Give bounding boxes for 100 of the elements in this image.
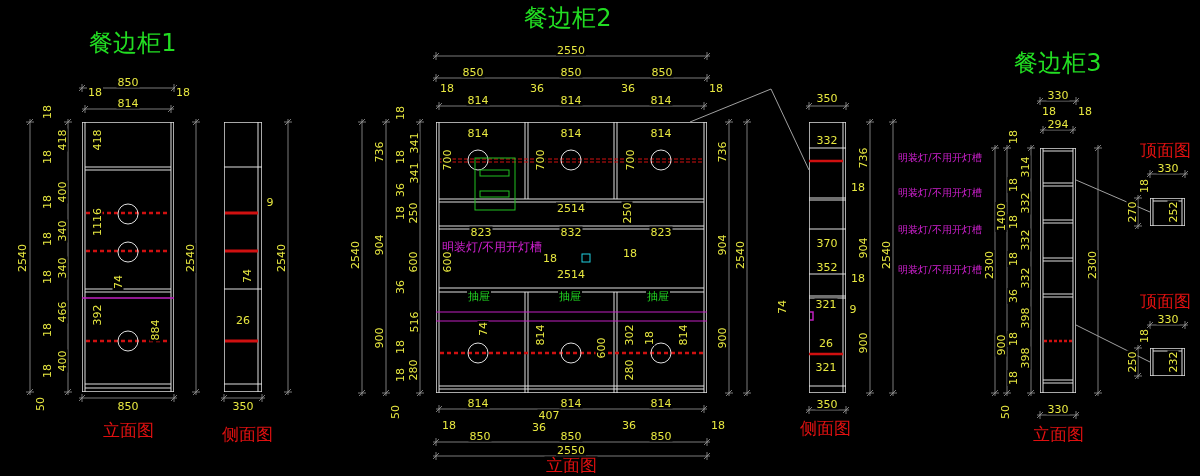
- dimension-text: 18: [439, 82, 455, 94]
- dimension-text: 332: [1019, 266, 1031, 290]
- dimension-text: 418: [91, 128, 103, 152]
- dimension-text: 400: [56, 180, 68, 204]
- dimension-text: 850: [116, 76, 140, 88]
- dimension-text: 18: [710, 419, 726, 431]
- dimension-text: 18: [394, 339, 406, 355]
- dimension-text: 18: [87, 86, 103, 98]
- dimension-text: 2540: [349, 240, 361, 270]
- note-text: 明装灯/不用开灯槽: [897, 225, 983, 235]
- dimension-text: 340: [56, 256, 68, 280]
- dimension-text: 18: [394, 205, 406, 221]
- dimension-text: 736: [716, 140, 728, 164]
- note-text: 明装灯/不用开灯槽: [897, 265, 983, 275]
- view-title: 顶面图: [1138, 141, 1192, 159]
- cabinet-side-view-drawing: [224, 122, 262, 392]
- dimension-text: 18: [1007, 177, 1019, 193]
- dimension-text: 370: [815, 237, 839, 249]
- dimension-text: 700: [534, 148, 546, 172]
- dimension-text: 280: [623, 358, 635, 382]
- dimension-text: 823: [649, 226, 673, 238]
- dimension-text: 36: [394, 182, 406, 198]
- dimension-text: 18: [1007, 251, 1019, 267]
- dimension-text: 36: [394, 279, 406, 295]
- dimension-text: 250: [1126, 350, 1138, 374]
- dimension-text: 18: [643, 330, 655, 346]
- view-title: 侧面图: [220, 425, 274, 443]
- dimension-text: 904: [716, 233, 728, 257]
- cabinet-elevation-drawing: [82, 122, 174, 392]
- dimension-text: 18: [394, 105, 406, 121]
- dimension-text: 2300: [983, 250, 995, 280]
- dimension-text: 904: [373, 233, 385, 257]
- dimension-text: 850: [650, 66, 674, 78]
- dimension-text: 850: [461, 66, 485, 78]
- cabinet-elevation-drawing: [436, 122, 707, 393]
- dimension-text: 18: [1007, 129, 1019, 145]
- dimension-text: 18: [41, 231, 53, 247]
- dimension-text: 18: [1007, 331, 1019, 347]
- dimension-text: 18: [41, 363, 53, 379]
- dimension-text: 2514: [556, 268, 586, 280]
- dimension-text: 2514: [556, 202, 586, 214]
- view-title: 立面图: [1031, 425, 1085, 443]
- dimension-text: 18: [175, 86, 191, 98]
- dimension-text: 18: [1007, 214, 1019, 230]
- cabinet-top-view-drawing: [1150, 198, 1185, 226]
- dimension-text: 2540: [184, 243, 196, 273]
- dimension-text: 18: [622, 247, 638, 259]
- dimension-text: 18: [441, 419, 457, 431]
- dimension-text: 26: [235, 314, 251, 326]
- dimension-text: 232: [1167, 350, 1179, 374]
- dimension-text: 36: [620, 82, 636, 94]
- dimension-text: 26: [818, 337, 834, 349]
- leader-line: [689, 88, 810, 171]
- dimension-text: 884: [149, 318, 161, 342]
- dimension-text: 814: [466, 127, 490, 139]
- dimension-text: 50: [999, 404, 1011, 420]
- dimension-text: 814: [677, 323, 689, 347]
- dimension-text: 18: [394, 367, 406, 383]
- drawer-label: 抽屉: [467, 290, 491, 302]
- dimension-text: 900: [857, 331, 869, 355]
- dimension-text: 18: [41, 149, 53, 165]
- dimension-text: 340: [56, 219, 68, 243]
- dimension-text: 814: [559, 94, 583, 106]
- cabinet-title: 餐边柜2: [523, 6, 613, 30]
- view-title: 立面图: [101, 421, 155, 439]
- dimension-text: 900: [373, 326, 385, 350]
- dimension-text: 18: [708, 82, 724, 94]
- dimension-text: 18: [1041, 105, 1057, 117]
- dimension-text: 18: [1077, 105, 1093, 117]
- dimension-text: 2540: [16, 243, 28, 273]
- dimension-text: 600: [407, 250, 419, 274]
- view-title: 顶面图: [1138, 292, 1192, 310]
- dimension-text: 314: [1019, 155, 1031, 179]
- cabinet-side-view-drawing: [809, 122, 846, 393]
- dimension-text: 36: [621, 419, 637, 431]
- dimension-text: 18: [1007, 370, 1019, 386]
- dimension-text: 332: [1019, 191, 1031, 215]
- dimension-text: 18: [41, 269, 53, 285]
- dimension-text: 18: [394, 149, 406, 165]
- dimension-text: 18: [41, 104, 53, 120]
- dimension-text: 823: [469, 226, 493, 238]
- dimension-text: 330: [1156, 313, 1180, 325]
- dimension-text: 74: [112, 274, 124, 290]
- cabinet-elevation-drawing: [1040, 148, 1076, 393]
- dimension-text: 392: [91, 303, 103, 327]
- dimension-text: 330: [1156, 162, 1180, 174]
- dimension-text: 294: [1046, 118, 1070, 130]
- dimension-text: 302: [623, 323, 635, 347]
- dimension-text: 850: [116, 400, 140, 412]
- dimension-text: 18: [1138, 328, 1150, 344]
- dimension-text: 2550: [556, 444, 586, 456]
- dimension-text: 1116: [91, 207, 103, 237]
- view-title: 侧面图: [798, 419, 852, 437]
- leader-line: [1075, 324, 1151, 363]
- note-text: 明装灯/不用开灯槽: [897, 153, 983, 163]
- dimension-text: 252: [1167, 200, 1179, 224]
- dimension-text: 516: [408, 310, 420, 334]
- dimension-text: 341: [408, 161, 420, 185]
- dimension-text: 350: [231, 400, 255, 412]
- dimension-text: 736: [857, 146, 869, 170]
